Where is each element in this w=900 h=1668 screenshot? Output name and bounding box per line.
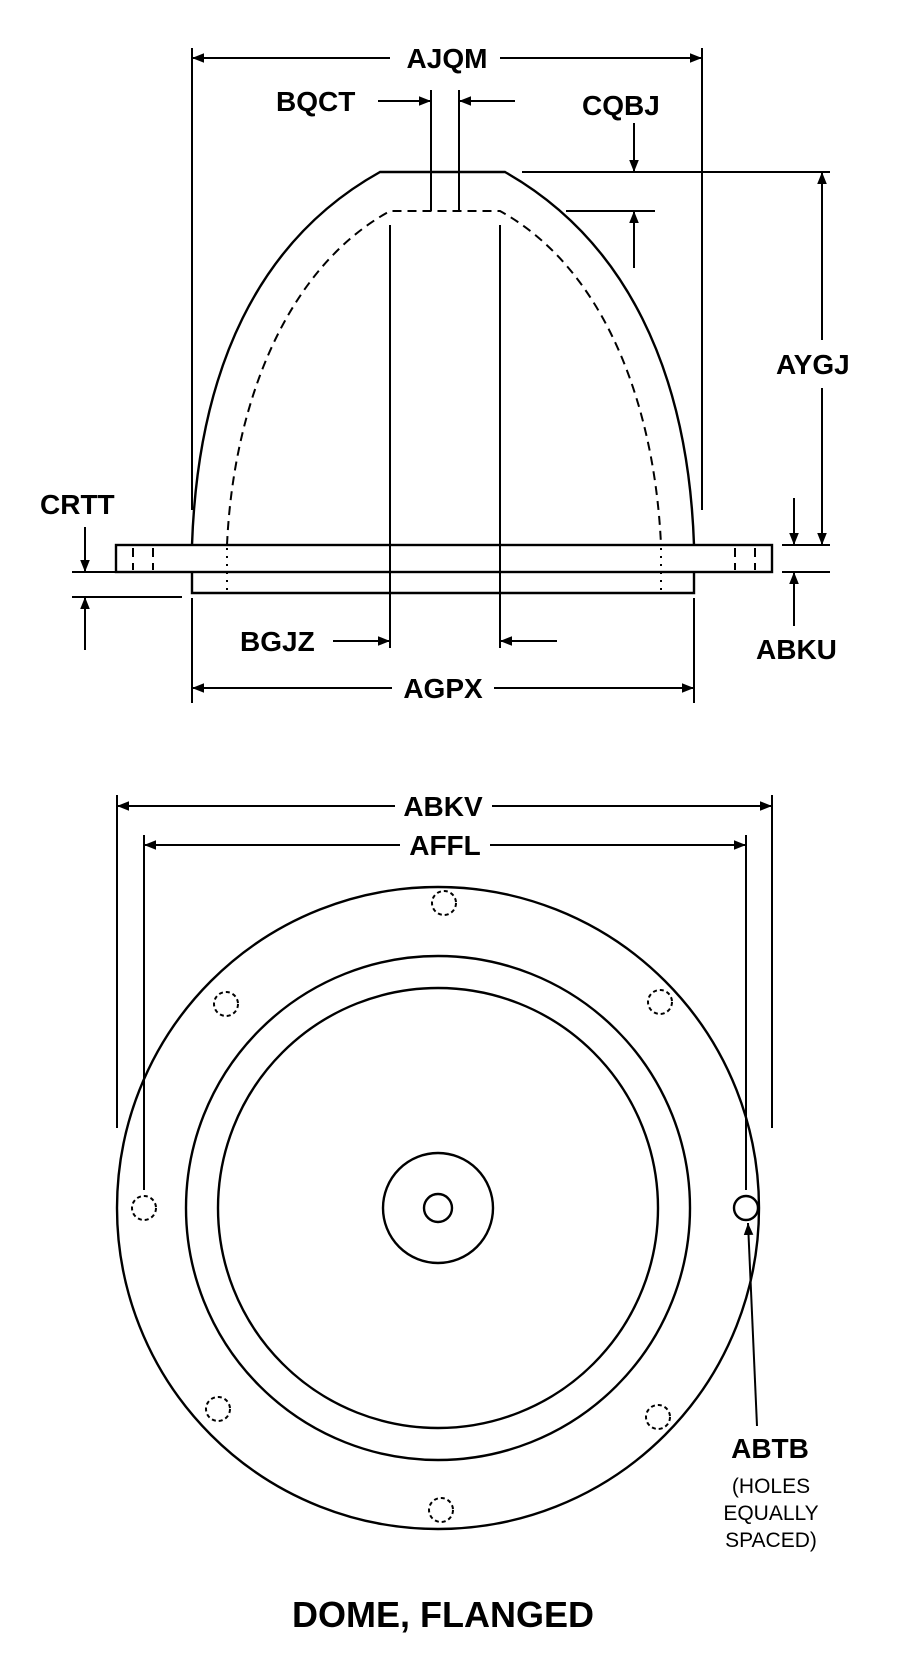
dome-base-inner-circle: [216, 986, 660, 1430]
dimension-bqct: BQCT: [276, 86, 515, 117]
side-view: [114, 90, 774, 648]
top-boss-circle: [381, 1151, 495, 1265]
label-bqct: BQCT: [276, 86, 355, 117]
note-line-1: (HOLES: [732, 1475, 810, 1498]
note-line-3: SPACED): [725, 1529, 817, 1552]
bolt-hole-right: [732, 1194, 760, 1222]
dimension-aygj: AYGJ: [776, 172, 850, 546]
bolt-hole-top: [431, 890, 457, 916]
dimension-affl: AFFL: [143, 830, 747, 1190]
bolt-hole-bottom-left: [205, 1396, 231, 1422]
dimension-ajqm: AJQM: [191, 43, 703, 510]
bolt-hole-top-left: [213, 991, 239, 1017]
label-aygj: AYGJ: [776, 349, 850, 380]
dimension-abku: ABKU: [756, 498, 837, 665]
bolt-hole-top-right: [647, 989, 673, 1015]
label-affl: AFFL: [409, 830, 481, 861]
label-abtb: ABTB: [731, 1433, 809, 1464]
dome-base-outer-circle: [184, 954, 692, 1462]
note-line-2: EQUALLY: [723, 1502, 818, 1525]
label-abku: ABKU: [756, 634, 837, 665]
dome-outer-profile: [190, 170, 696, 546]
bolt-hole-bottom-right: [645, 1404, 671, 1430]
flange-outer-circle: [115, 885, 761, 1531]
plan-view: [115, 885, 761, 1531]
label-bgjz: BGJZ: [240, 626, 315, 657]
label-crtt: CRTT: [40, 489, 115, 520]
dimension-abkv: ABKV: [116, 791, 773, 1128]
label-agpx: AGPX: [403, 673, 483, 704]
dimension-crtt: CRTT: [40, 489, 182, 650]
label-ajqm: AJQM: [407, 43, 488, 74]
dome-inner-profile: [226, 210, 662, 546]
bolt-hole-left: [131, 1195, 157, 1221]
vent-hole-circle: [422, 1192, 454, 1224]
label-abkv: ABKV: [403, 791, 483, 822]
label-cqbj: CQBJ: [582, 90, 660, 121]
base-ring: [190, 572, 696, 595]
dimension-cqbj: CQBJ: [522, 90, 830, 268]
dimension-agpx: AGPX: [191, 598, 695, 704]
flange-plate: [114, 543, 774, 574]
drawing-title: DOME, FLANGED: [292, 1594, 594, 1635]
dimension-bgjz: BGJZ: [240, 626, 557, 657]
bolt-hole-bottom: [428, 1497, 454, 1523]
callout-abtb: ABTB (HOLES EQUALLY SPACED): [723, 1222, 819, 1552]
